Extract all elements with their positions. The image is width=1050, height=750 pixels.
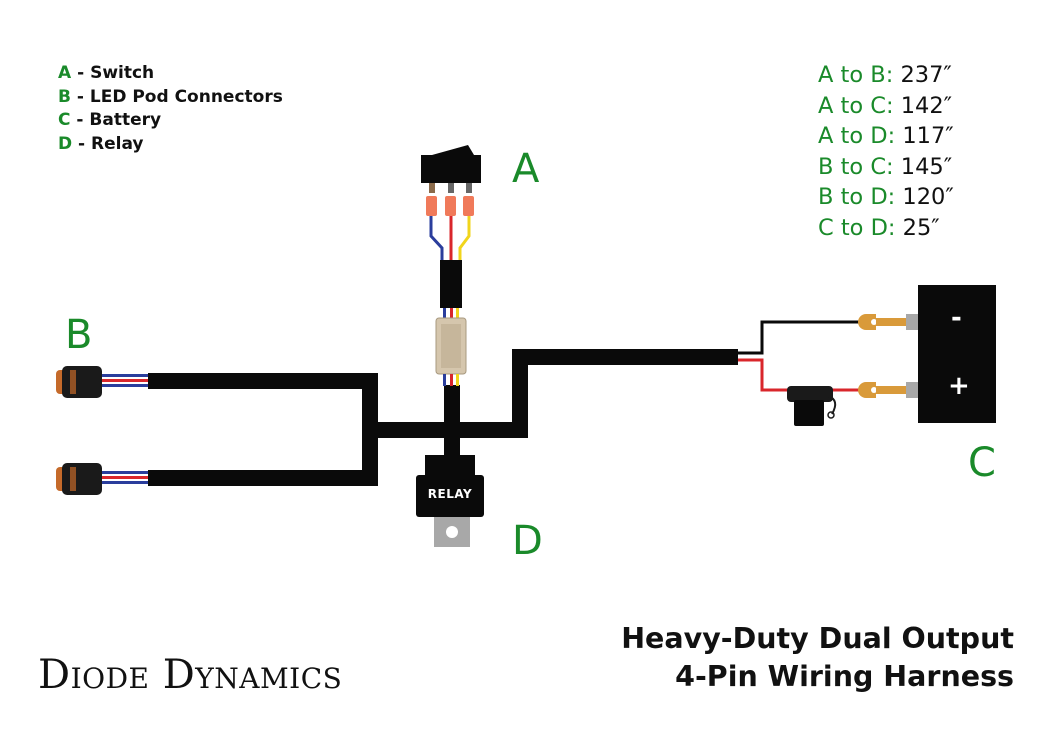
label-battery-letter: C bbox=[968, 440, 996, 486]
length-b-d: B to D: 120″ bbox=[818, 184, 954, 210]
length-c-d: C to D: 25″ bbox=[818, 214, 940, 241]
legend-item-switch: A - Switch bbox=[58, 63, 155, 83]
inline-connector bbox=[435, 317, 467, 386]
wire-lengths: A to B: 237″ A to C: 142″ A to D: 117″ B… bbox=[818, 60, 954, 243]
label-switch-letter: A bbox=[512, 146, 540, 192]
label-pods-letter: B bbox=[65, 312, 93, 358]
led-pod-connector-bottom bbox=[56, 463, 148, 495]
legend-item-pods: B - LED Pod Connectors bbox=[58, 86, 283, 107]
legend-item-relay: D - Relay bbox=[58, 133, 144, 154]
battery-leads bbox=[738, 320, 870, 392]
length-a-b: A to B: 237″ bbox=[818, 62, 952, 88]
rocker-switch bbox=[421, 145, 481, 318]
label-relay-letter: D bbox=[512, 518, 543, 564]
fuse-holder bbox=[787, 386, 837, 426]
length-b-c: B to C: 145″ bbox=[818, 153, 953, 180]
legend-item-battery: C - Battery bbox=[58, 110, 162, 130]
led-pod-connector-top bbox=[56, 366, 148, 398]
ring-terminal-positive bbox=[858, 382, 906, 398]
relay-body bbox=[416, 455, 484, 547]
length-a-d: A to D: 117″ bbox=[818, 123, 954, 149]
ring-terminal-negative bbox=[858, 314, 906, 330]
length-a-c: A to C: 142″ bbox=[818, 92, 953, 119]
legend: A - Switch B - LED Pod Connectors C - Ba… bbox=[58, 62, 283, 156]
harness-cable bbox=[148, 349, 738, 486]
battery-positive-symbol: + bbox=[948, 371, 970, 401]
battery-negative-symbol: - bbox=[951, 303, 962, 333]
brand-logo: Diode Dynamics bbox=[38, 652, 343, 698]
title-line-2: 4-Pin Wiring Harness bbox=[675, 660, 1014, 693]
battery bbox=[906, 285, 996, 423]
relay-label: RELAY bbox=[427, 487, 473, 501]
title-line-1: Heavy-Duty Dual Output bbox=[621, 622, 1014, 655]
diagram-title: Heavy-Duty Dual Output 4-Pin Wiring Harn… bbox=[621, 620, 1014, 696]
